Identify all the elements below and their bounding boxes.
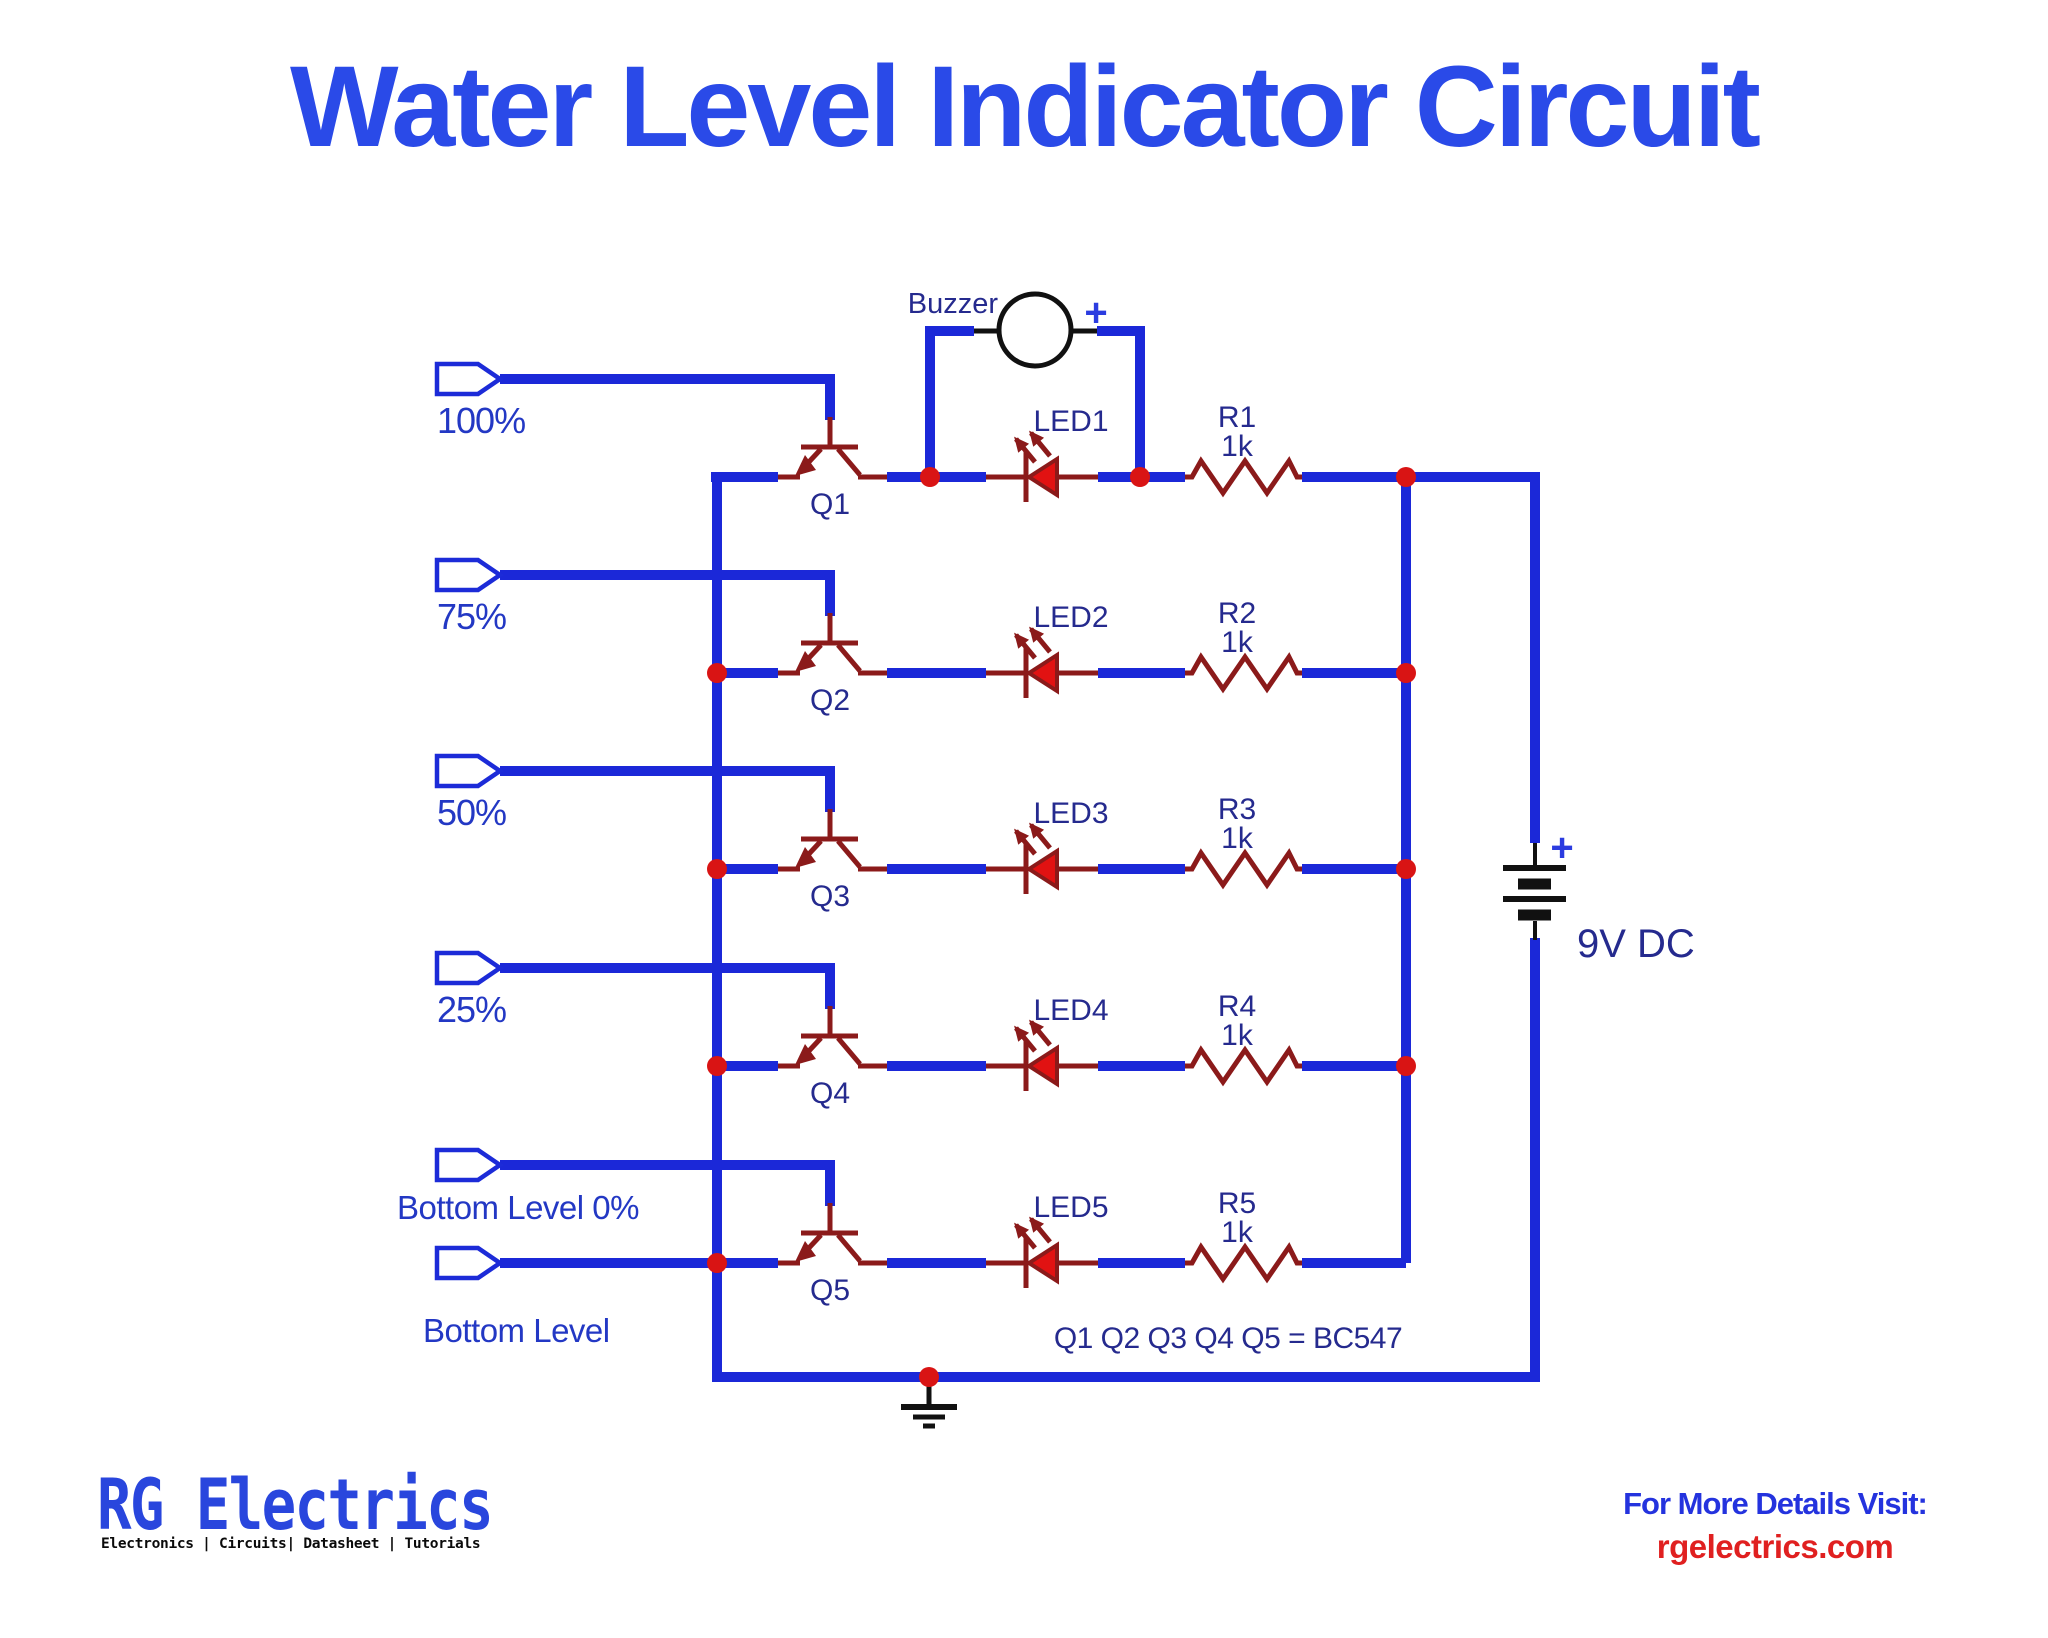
probe-flag-75 bbox=[437, 560, 500, 590]
probe-flag-100 bbox=[437, 364, 500, 394]
resistor-label-r3: R3 bbox=[1218, 793, 1256, 826]
transistor-label-q4: Q4 bbox=[810, 1077, 850, 1110]
battery-top-wire bbox=[1406, 472, 1540, 843]
resistor-label-r2: R2 bbox=[1218, 597, 1256, 630]
battery-symbol bbox=[1503, 843, 1566, 940]
brand-logo: RG Electrics bbox=[97, 1464, 494, 1546]
probe-label-0: Bottom Level 0% bbox=[397, 1189, 639, 1226]
probe-flag-50 bbox=[437, 756, 500, 786]
transistor-label-q1: Q1 bbox=[810, 488, 850, 521]
probe-label-75: 75% bbox=[437, 596, 506, 637]
buzzer-label: Buzzer bbox=[908, 288, 999, 320]
buzzer-plus-sign: + bbox=[1084, 291, 1107, 335]
junction-dots bbox=[707, 467, 1416, 1387]
led-label-5: LED5 bbox=[1033, 1191, 1108, 1224]
probe-flag-25 bbox=[437, 953, 500, 983]
footer-site-link[interactable]: rgelectrics.com bbox=[1656, 1528, 1894, 1565]
battery-label: 9V DC bbox=[1577, 922, 1695, 966]
probe-label-50: 50% bbox=[437, 792, 506, 833]
stage-1 bbox=[500, 379, 1406, 502]
led-label-3: LED3 bbox=[1033, 797, 1108, 830]
brand-tagline: Electronics | Circuits| Datasheet | Tuto… bbox=[101, 1536, 481, 1552]
footer: For More Details Visit: rgelectrics.com bbox=[1540, 1486, 2010, 1566]
resistor-label-r1: R1 bbox=[1218, 401, 1256, 434]
probe-flag-0 bbox=[437, 1150, 500, 1180]
led-label-2: LED2 bbox=[1033, 601, 1108, 634]
resistor-label-r4: R4 bbox=[1218, 990, 1256, 1023]
probe-label-bottom: Bottom Level bbox=[423, 1312, 610, 1349]
emitter-ground-rail bbox=[712, 477, 1540, 1382]
led-label-4: LED4 bbox=[1033, 994, 1108, 1027]
resistor-label-r5: R5 bbox=[1218, 1187, 1256, 1220]
resistor-value-r3: 1k bbox=[1221, 822, 1254, 855]
resistor-value-r4: 1k bbox=[1221, 1019, 1254, 1052]
buzzer-symbol bbox=[925, 291, 1145, 477]
transistor-label-q2: Q2 bbox=[810, 684, 850, 717]
footer-visit-text: For More Details Visit: bbox=[1623, 1486, 1928, 1521]
resistor-value-r1: 1k bbox=[1221, 430, 1254, 463]
transistor-label-q5: Q5 bbox=[810, 1274, 850, 1307]
transistor-label-q3: Q3 bbox=[810, 880, 850, 913]
resistor-value-r5: 1k bbox=[1221, 1216, 1254, 1249]
probe-label-25: 25% bbox=[437, 989, 506, 1030]
resistor-value-r2: 1k bbox=[1221, 626, 1254, 659]
stage-3 bbox=[500, 771, 1406, 894]
stage-2 bbox=[500, 575, 1406, 698]
transistor-note: Q1 Q2 Q3 Q4 Q5 = BC547 bbox=[1054, 1322, 1402, 1355]
battery-plus-sign: + bbox=[1550, 826, 1573, 870]
stage-4 bbox=[500, 968, 1406, 1091]
led-label-1: LED1 bbox=[1033, 405, 1108, 438]
probe-label-100: 100% bbox=[437, 400, 525, 441]
page-title: Water Level Indicator Circuit bbox=[290, 43, 1761, 171]
probe-flag-bottom bbox=[437, 1248, 500, 1278]
stage-5 bbox=[500, 1165, 1406, 1288]
